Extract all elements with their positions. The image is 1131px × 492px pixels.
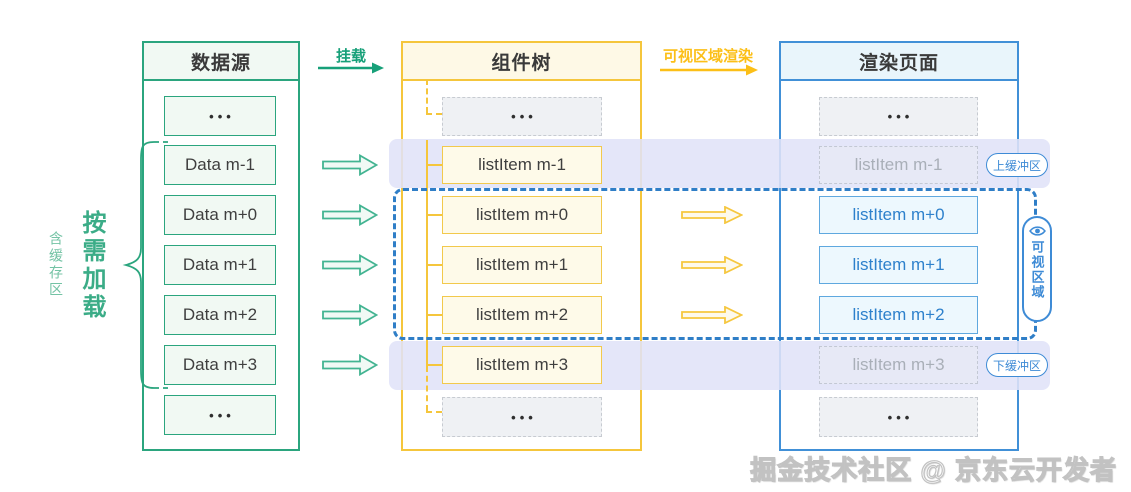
tree-line-dash-bottom-horizontal — [426, 411, 442, 413]
tree-stub-m-1 — [427, 164, 442, 166]
visible-area-label: 可视区域 — [1029, 240, 1045, 300]
yellow-block-arrow-m2 — [681, 306, 743, 324]
data-item-m-1: Data m-1 — [164, 145, 276, 185]
render-item-m3-buffered: listItem m+3 — [819, 346, 978, 384]
green-block-arrow-m3 — [322, 354, 378, 376]
green-block-arrow-m2 — [322, 304, 378, 326]
tree-line-dash-bottom-vertical — [426, 366, 428, 411]
tree-line-dash-top-vertical — [426, 79, 428, 113]
data-item-m2: Data m+2 — [164, 295, 276, 335]
on-demand-load-label: 按需加载 — [78, 210, 105, 322]
render-item-m1: listItem m+1 — [819, 246, 978, 284]
yellow-block-arrow-m0 — [681, 206, 743, 224]
viewport-render-arrow — [660, 64, 758, 76]
on-demand-brace — [122, 141, 168, 389]
data-ellipsis-bottom: ••• — [164, 395, 276, 435]
data-item-m3: Data m+3 — [164, 345, 276, 385]
render-ellipsis-bottom: ••• — [819, 397, 978, 437]
tree-ellipsis-top: ••• — [442, 97, 602, 136]
tree-line-dash-top-horizontal — [426, 113, 442, 115]
watermark: 掘金技术社区 @ 京东云开发者 — [750, 454, 1117, 485]
visible-area-pill: 可视区域 — [1022, 216, 1052, 322]
green-block-arrow-m0 — [322, 204, 378, 226]
tree-item-m2: listItem m+2 — [442, 296, 602, 334]
tree-item-m3: listItem m+3 — [442, 346, 602, 384]
tree-stub-m1 — [427, 264, 442, 266]
tree-item-m-1: listItem m-1 — [442, 146, 602, 184]
render-ellipsis-top: ••• — [819, 97, 978, 136]
mount-arrow — [318, 62, 384, 74]
green-block-arrow-m1 — [322, 254, 378, 276]
viewport-render-label: 可视区域渲染 — [662, 48, 753, 65]
mount-label: 挂载 — [335, 48, 366, 65]
tree-trunk-line — [426, 140, 428, 366]
render-item-m-1-buffered: listItem m-1 — [819, 146, 978, 184]
upper-buffer-pill: 上缓冲区 — [986, 153, 1048, 177]
data-ellipsis-top: ••• — [164, 96, 276, 136]
data-item-m0: Data m+0 — [164, 195, 276, 235]
tree-stub-m3 — [427, 364, 442, 366]
yellow-block-arrow-m1 — [681, 256, 743, 274]
tree-item-m0: listItem m+0 — [442, 196, 602, 234]
column-title-render-page: 渲染页面 — [781, 43, 1017, 81]
green-block-arrow-m-1 — [322, 154, 378, 176]
eye-icon — [1028, 226, 1046, 236]
lower-buffer-pill: 下缓冲区 — [986, 353, 1048, 377]
tree-ellipsis-bottom: ••• — [442, 397, 602, 437]
with-cache-area-label: 含缓存区 — [48, 231, 64, 299]
render-item-m2: listItem m+2 — [819, 296, 978, 334]
column-title-data-source: 数据源 — [144, 43, 298, 81]
column-title-component-tree: 组件树 — [403, 43, 640, 81]
tree-item-m1: listItem m+1 — [442, 246, 602, 284]
render-item-m0: listItem m+0 — [819, 196, 978, 234]
data-item-m1: Data m+1 — [164, 245, 276, 285]
tree-stub-m2 — [427, 314, 442, 316]
tree-stub-m0 — [427, 214, 442, 216]
